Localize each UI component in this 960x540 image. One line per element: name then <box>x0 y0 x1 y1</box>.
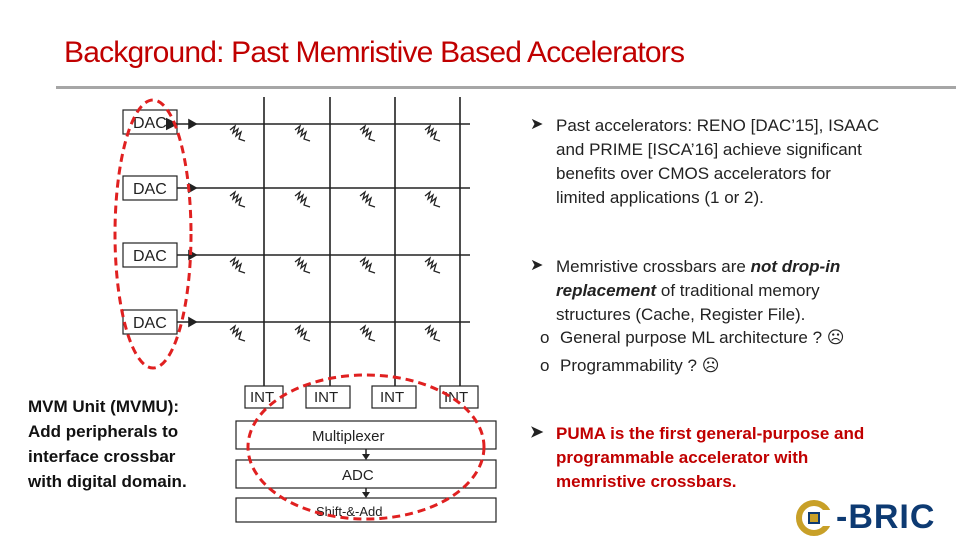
memristor-cell <box>229 191 246 208</box>
memristor-cell <box>229 125 246 142</box>
multiplexer-label: Multiplexer <box>312 428 385 445</box>
mvmu-caption: MVM Unit (MVMU): Add peripherals to inte… <box>28 394 238 494</box>
bullet-line: structures (Cache, Register File). <box>556 305 806 324</box>
memristor-cell <box>294 191 311 208</box>
memristor-cell <box>424 125 441 142</box>
memristor-cell <box>424 325 441 342</box>
bullet-line: Memristive crossbars are not drop-in <box>556 255 930 279</box>
mvmu-caption-line: interface crossbar <box>28 447 176 466</box>
bullet-memristive-crossbars: ➤ Memristive crossbars are not drop-in r… <box>530 255 930 375</box>
shift-add-box <box>235 497 497 523</box>
sub-bullet-programmability: o Programmability ? ☹ <box>540 356 719 376</box>
memristor-cell <box>229 325 246 342</box>
bullet-past-accelerators: ➤ Past accelerators: RENO [DAC’15], ISAA… <box>530 114 930 210</box>
circle-bullet-icon: o <box>540 356 550 375</box>
title-divider <box>56 86 956 89</box>
peripheral-highlight-ellipse <box>246 373 486 521</box>
shift-add-label: Shift-&-Add <box>316 504 382 519</box>
memristor-cell <box>359 325 376 342</box>
bullet-line: replacement of traditional memory <box>556 279 930 303</box>
mvmu-caption-line: with digital domain. <box>28 472 187 491</box>
bullet-text: Memristive crossbars are <box>556 257 751 276</box>
int-label: INT <box>380 389 404 406</box>
arrow-bullet-icon: ➤ <box>530 257 544 274</box>
bullet-line: programmable accelerator with <box>556 448 809 467</box>
sub-bullet-text: General purpose ML architecture ? ☹ <box>560 328 845 347</box>
cbric-logo-mark-icon <box>796 500 832 536</box>
multiplexer-box <box>235 420 497 450</box>
cbric-logo: -BRIC <box>796 498 956 540</box>
bullet-line: Past accelerators: RENO [DAC’15], ISAAC <box>556 116 880 135</box>
int-label: INT <box>250 389 274 406</box>
memristor-cell <box>359 125 376 142</box>
sub-bullet-text: Programmability ? ☹ <box>560 356 720 375</box>
int-label: INT <box>444 389 468 406</box>
dac-row-4: DAC <box>122 309 470 335</box>
dac-highlight-ellipse <box>113 98 193 370</box>
bullet-line: benefits over CMOS accelerators for <box>556 164 831 183</box>
mvmu-caption-line: Add peripherals to <box>28 422 179 441</box>
dac-label: DAC <box>133 315 167 332</box>
dac-box <box>122 175 178 201</box>
memristor-cell <box>294 125 311 142</box>
int-box <box>439 385 479 409</box>
dac-label: DAC <box>133 181 167 198</box>
bullet-line: PUMA is the first general-purpose and <box>556 424 865 443</box>
arrow-bullet-icon: ➤ <box>530 116 544 133</box>
logo-text: -BRIC <box>836 498 936 536</box>
memristor-cell <box>424 191 441 208</box>
dac-row-2: DAC <box>122 175 470 201</box>
dac-row-3: DAC <box>122 242 470 268</box>
emphasis-text: not drop-in <box>750 257 841 276</box>
int-label: INT <box>314 389 338 406</box>
bullet-line: limited applications (1 or 2). <box>556 188 764 207</box>
dac-row-1: DAC <box>122 109 470 135</box>
page-title: Background: Past Memristive Based Accele… <box>64 36 685 69</box>
arrow-bullet-icon: ➤ <box>530 424 544 441</box>
crossbar-columns <box>263 97 461 388</box>
memristor-cell <box>359 191 376 208</box>
memristor-cell <box>359 257 376 274</box>
row-arrows <box>188 118 198 328</box>
adc-label: ADC <box>342 467 374 484</box>
bullet-line: and PRIME [ISCA’16] achieve significant <box>556 140 862 159</box>
adc-box <box>235 459 497 489</box>
peripheral-blocks: Multiplexer ADC Shift-&-Add <box>235 420 497 523</box>
memristor-cell <box>294 325 311 342</box>
memristor-cells <box>229 125 441 342</box>
sub-bullet-general-purpose: o General purpose ML architecture ? ☹ <box>540 328 845 348</box>
dac-box <box>122 309 178 335</box>
mvmu-caption-line: MVM Unit (MVMU): <box>28 397 180 416</box>
bullet-text: of traditional memory <box>656 281 820 300</box>
memristor-cell <box>229 257 246 274</box>
bullet-line: memristive crossbars. <box>556 472 737 491</box>
memristor-cell <box>424 257 441 274</box>
circle-bullet-icon: o <box>540 328 550 347</box>
int-box <box>371 385 417 409</box>
int-box <box>305 385 351 409</box>
bullet-puma: ➤ PUMA is the first general-purpose and … <box>530 422 930 494</box>
emphasis-text: replacement <box>556 281 657 300</box>
dac-label: DAC <box>133 248 167 265</box>
memristor-cell <box>294 257 311 274</box>
dac-label: DAC <box>133 115 167 132</box>
